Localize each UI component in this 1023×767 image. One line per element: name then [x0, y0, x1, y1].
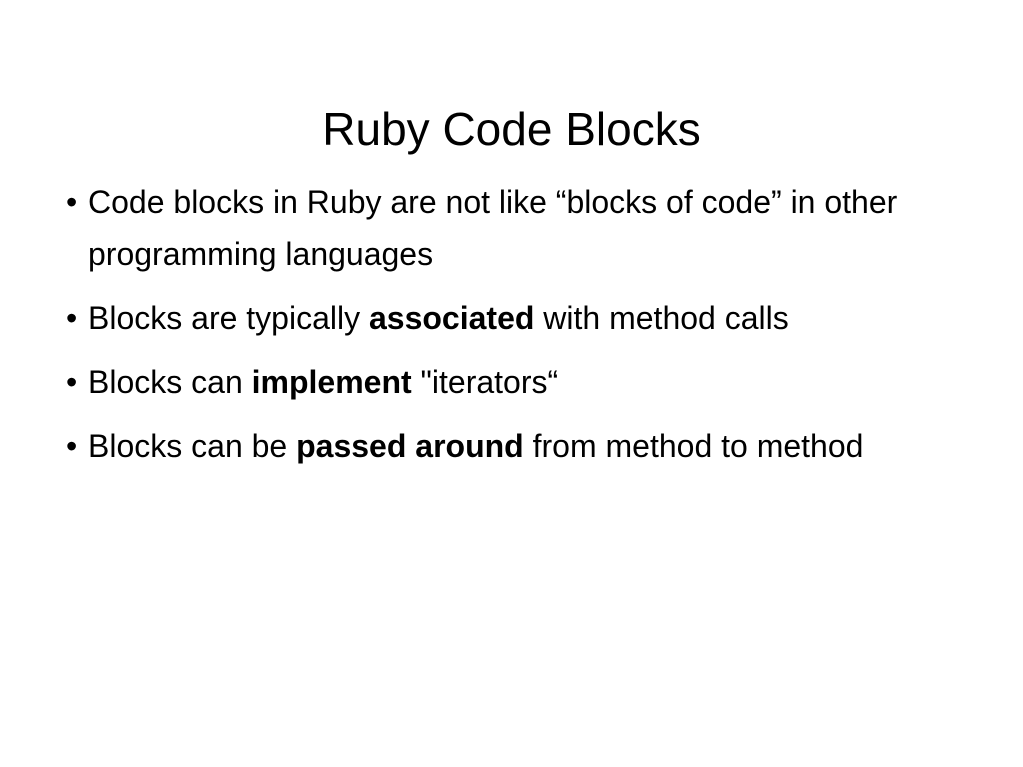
- bullet-item: • Blocks can implement "iterators“: [66, 356, 996, 408]
- bullet-text-tail: with method calls: [534, 300, 789, 336]
- slide-title: Ruby Code Blocks: [322, 103, 701, 155]
- bullet-dot-icon: •: [66, 364, 78, 400]
- bullet-item: • Code blocks in Ruby are not like “bloc…: [66, 176, 996, 280]
- bullet-list: • Code blocks in Ruby are not like “bloc…: [66, 176, 996, 484]
- bullet-text: Code blocks in Ruby are not like “blocks…: [88, 184, 898, 272]
- bullet-dot-icon: •: [66, 184, 78, 220]
- bullet-item: • Blocks are typically associated with m…: [66, 292, 996, 344]
- bullet-text-tail: from method to method: [523, 428, 864, 464]
- bullet-text-emphasis: associated: [368, 300, 535, 336]
- bullet-text-emphasis: passed around: [296, 428, 524, 464]
- bullet-text-lead: Blocks can be: [88, 428, 297, 464]
- bullet-item: • Blocks can be passed around from metho…: [66, 420, 996, 472]
- bullet-text-lead: Blocks can: [88, 364, 252, 400]
- bullet-dot-icon: •: [66, 300, 78, 336]
- bullet-text-tail: "iterators“: [411, 364, 559, 400]
- bullet-dot-icon: •: [66, 428, 78, 464]
- bullet-text-emphasis: implement: [251, 364, 412, 400]
- bullet-text-lead: Blocks are typically: [88, 300, 369, 336]
